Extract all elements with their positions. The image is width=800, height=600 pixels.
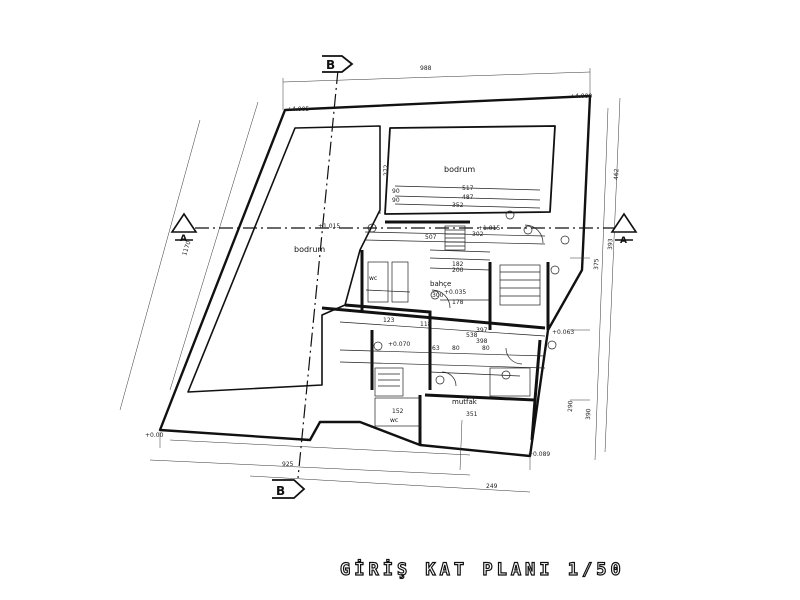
- section-label-b-top: B: [326, 58, 335, 72]
- dim-351: 351: [466, 411, 478, 418]
- section-marker-b-bottom: B: [272, 479, 306, 499]
- inner-walls: [321, 220, 550, 445]
- dim-bottom-left: 925: [282, 461, 294, 468]
- dim-right-bottom: 390: [585, 408, 592, 420]
- dim-200: 200: [452, 267, 464, 274]
- dim-bottom-right: 249: [486, 483, 498, 490]
- dim-397: 397: [476, 327, 488, 334]
- dim-507: 507: [425, 234, 437, 241]
- room-label-bahce: bahçe: [430, 280, 451, 288]
- room-label-wc-bottom: wc: [390, 417, 398, 424]
- room-labels: bodrum bodrum bahçe wc wc mutfak: [294, 165, 478, 424]
- dim-left-side: 1170: [181, 240, 192, 257]
- room-label-wc-left: wc: [369, 275, 377, 282]
- dim-90-a: 90: [392, 188, 400, 195]
- room-label-bodrum-large: bodrum: [294, 245, 325, 254]
- section-label-a-right: A: [620, 236, 627, 246]
- dim-90-b: 90: [392, 197, 400, 204]
- dim-398: 398: [476, 338, 488, 345]
- level-lower: +0.070: [388, 341, 410, 348]
- room-label-mutfak: mutfak: [452, 398, 478, 406]
- section-lines: [195, 69, 615, 479]
- section-label-b-bottom: B: [276, 484, 285, 498]
- section-marker-a-left: A: [170, 212, 198, 244]
- section-marker-b-top: B: [322, 55, 354, 73]
- dim-80-a: 80: [452, 345, 460, 352]
- dim-302: 302: [472, 231, 484, 238]
- dim-right-mid: 393: [607, 238, 614, 250]
- dim-top-overall: 988: [420, 65, 432, 72]
- level-left-mid: +1.015: [318, 223, 340, 230]
- dim-182: 182: [452, 261, 464, 268]
- section-marker-a-right: A: [610, 212, 638, 246]
- dim-right-lower: 290: [567, 400, 574, 412]
- dim-123: 123: [383, 317, 395, 324]
- dim-272: 272: [383, 164, 390, 176]
- dim-178: 178: [452, 299, 464, 306]
- dim-487: 487: [462, 194, 474, 201]
- level-top-left: +4.005: [287, 106, 309, 113]
- room-label-bodrum-top: bodrum: [444, 165, 475, 174]
- level-top-right: +4.000: [570, 93, 592, 100]
- level-markers: +4.005 +4.000 +1.015 +1.015 +0.035 +0.06…: [145, 93, 592, 458]
- level-bottom-right: +0.089: [528, 451, 550, 458]
- dim-63: 63: [432, 345, 440, 352]
- dimension-lines: [119, 68, 621, 493]
- dim-80-b: 80: [482, 345, 490, 352]
- dim-118: 118: [420, 321, 432, 328]
- dim-352: 352: [452, 202, 464, 209]
- section-label-a-left: A: [180, 234, 187, 244]
- level-center: +1.015: [478, 225, 500, 232]
- level-center-low: +0.035: [444, 289, 466, 296]
- dimension-labels: 988 1170 925 249 462 393 375 290 390 517…: [181, 65, 620, 490]
- dim-right-mid2: 375: [593, 258, 600, 270]
- level-bottom-left: +0.00: [145, 432, 164, 439]
- dim-152: 152: [392, 408, 404, 415]
- drawing-title: GİRİŞ KAT PLANI 1/50: [339, 559, 625, 580]
- dim-538: 538: [466, 332, 478, 339]
- level-right-mid: +0.063: [552, 329, 574, 336]
- dim-517: 517: [462, 185, 474, 192]
- interior-details: [339, 130, 570, 427]
- dim-300: 300: [432, 292, 444, 299]
- dim-right-top: 462: [613, 168, 620, 180]
